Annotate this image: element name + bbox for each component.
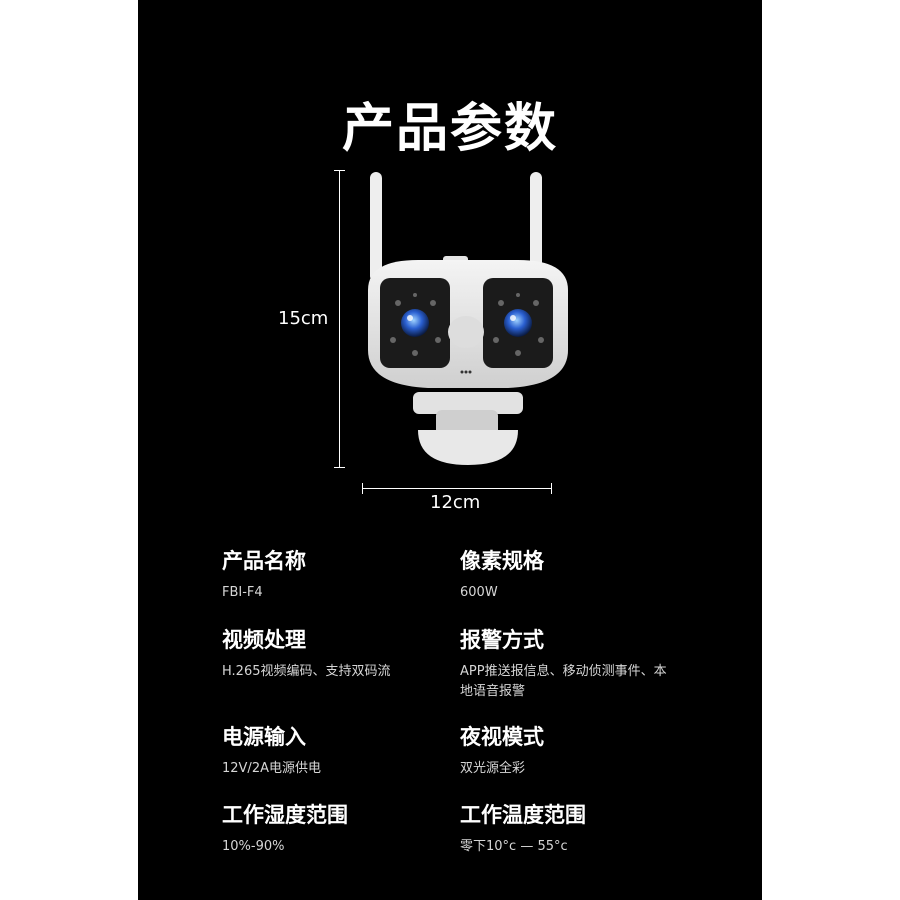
spec-night-vision: 夜视模式 双光源全彩 xyxy=(460,721,700,779)
page-title: 产品参数 xyxy=(341,99,558,159)
right-lens xyxy=(504,309,532,337)
spec-value: 12V/2A电源供电 xyxy=(222,761,321,776)
spec-value: FBI-F4 xyxy=(222,585,263,600)
left-lens xyxy=(401,309,429,337)
width-dimension-cap-left xyxy=(362,483,363,494)
spec-label: 工作温度范围 xyxy=(460,803,586,827)
height-dimension-line xyxy=(339,170,340,468)
spec-product-name: 产品名称 FBI-F4 xyxy=(222,545,462,603)
spec-label: 夜视模式 xyxy=(460,725,544,749)
spec-label: 电源输入 xyxy=(222,725,306,749)
spec-power-input: 电源输入 12V/2A电源供电 xyxy=(222,721,462,779)
camera-base xyxy=(418,430,518,465)
height-dimension-label: 15cm xyxy=(278,308,329,329)
spec-label: 像素规格 xyxy=(460,549,544,573)
spec-label: 报警方式 xyxy=(460,628,544,652)
width-dimension-line xyxy=(362,488,552,489)
spec-panel: 产品参数 15cm 12cm xyxy=(138,0,762,900)
spec-value: 零下10°c — 55°c xyxy=(460,839,568,854)
width-dimension-cap-right xyxy=(551,483,552,494)
spec-value: H.265视频编码、支持双码流 xyxy=(222,664,391,679)
height-dimension-cap-bottom xyxy=(334,467,345,468)
spec-label: 工作湿度范围 xyxy=(222,803,348,827)
spec-value: APP推送报信息、移动侦测事件、本地语音报警 xyxy=(460,664,667,699)
camera-illustration xyxy=(368,172,568,465)
right-antenna xyxy=(530,172,542,282)
spec-value: 双光源全彩 xyxy=(460,761,526,776)
spec-pixel-resolution: 像素规格 600W xyxy=(460,545,700,603)
spec-value: 10%-90% xyxy=(222,839,285,854)
spec-temperature-range: 工作温度范围 零下10°c — 55°c xyxy=(460,799,700,857)
spec-video-processing: 视频处理 H.265视频编码、支持双码流 xyxy=(222,624,462,682)
left-antenna xyxy=(370,172,382,282)
spec-humidity-range: 工作湿度范围 10%-90% xyxy=(222,799,462,857)
width-dimension-label: 12cm xyxy=(430,492,481,513)
spec-label: 产品名称 xyxy=(222,549,306,573)
spec-value: 600W xyxy=(460,585,498,600)
height-dimension-cap-top xyxy=(334,170,345,171)
camera-bracket xyxy=(413,392,523,414)
spec-label: 视频处理 xyxy=(222,628,306,652)
spec-alarm-method: 报警方式 APP推送报信息、移动侦测事件、本地语音报警 xyxy=(460,624,670,702)
